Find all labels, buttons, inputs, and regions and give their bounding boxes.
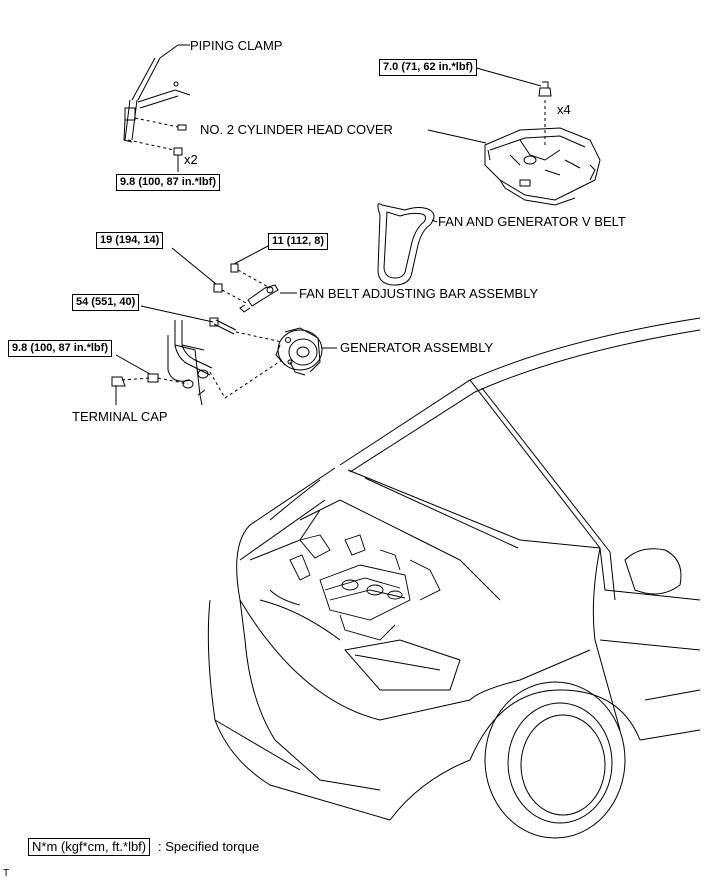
qty-head-cover-nuts: x4 xyxy=(557,102,571,117)
adjust-bolt-upper xyxy=(230,245,271,289)
terminal-nut xyxy=(115,354,159,383)
torque-terminal-nut: 9.8 (100, 87 in.*lbf) xyxy=(8,340,112,357)
cylinder-head-cover-label: NO. 2 CYLINDER HEAD COVER xyxy=(200,122,393,137)
generator-bolt xyxy=(140,305,283,343)
figure-code: T xyxy=(3,868,10,879)
torque-head-cover-nut: 7.0 (71, 62 in.*lbf) xyxy=(379,59,477,76)
torque-piping-clamp-bolt: 9.8 (100, 87 in.*lbf) xyxy=(116,174,220,191)
cylinder-head-cover xyxy=(484,127,601,206)
terminal-cap xyxy=(111,376,126,405)
piping-clamp xyxy=(123,57,191,143)
adjusting-bar-label: FAN BELT ADJUSTING BAR ASSEMBLY xyxy=(299,286,539,301)
v-belt-leader xyxy=(431,219,438,223)
piping-clamp-bolt xyxy=(127,117,187,172)
v-belt xyxy=(377,203,435,286)
torque-generator-bolt: 54 (551, 40) xyxy=(72,294,140,311)
generator xyxy=(275,327,323,376)
terminal-cap-label: TERMINAL CAP xyxy=(72,409,168,424)
wire-harness xyxy=(167,320,213,406)
head-cover-nut xyxy=(472,66,552,145)
adjusting-bar xyxy=(239,284,279,313)
torque-adjust-bolt-lower: 19 (194, 14) xyxy=(96,232,164,249)
torque-adjust-bolt-upper: 11 (112, 8) xyxy=(268,233,328,250)
piping-clamp-leader xyxy=(159,44,179,59)
vehicle-outline xyxy=(207,317,701,839)
head-cover-leader xyxy=(427,129,487,144)
legend-description: : Specified torque xyxy=(158,839,260,854)
v-belt-label: FAN AND GENERATOR V BELT xyxy=(438,214,626,229)
legend-torque-unit: N*m (kgf*cm, ft.*lbf) xyxy=(28,838,151,856)
generator-label: GENERATOR ASSEMBLY xyxy=(340,340,494,355)
piping-clamp-label: PIPING CLAMP xyxy=(190,38,283,53)
engine-bay-detail xyxy=(269,534,441,641)
qty-piping-clamp-bolts: x2 xyxy=(184,152,198,167)
adjust-bolt-lower xyxy=(171,247,249,305)
